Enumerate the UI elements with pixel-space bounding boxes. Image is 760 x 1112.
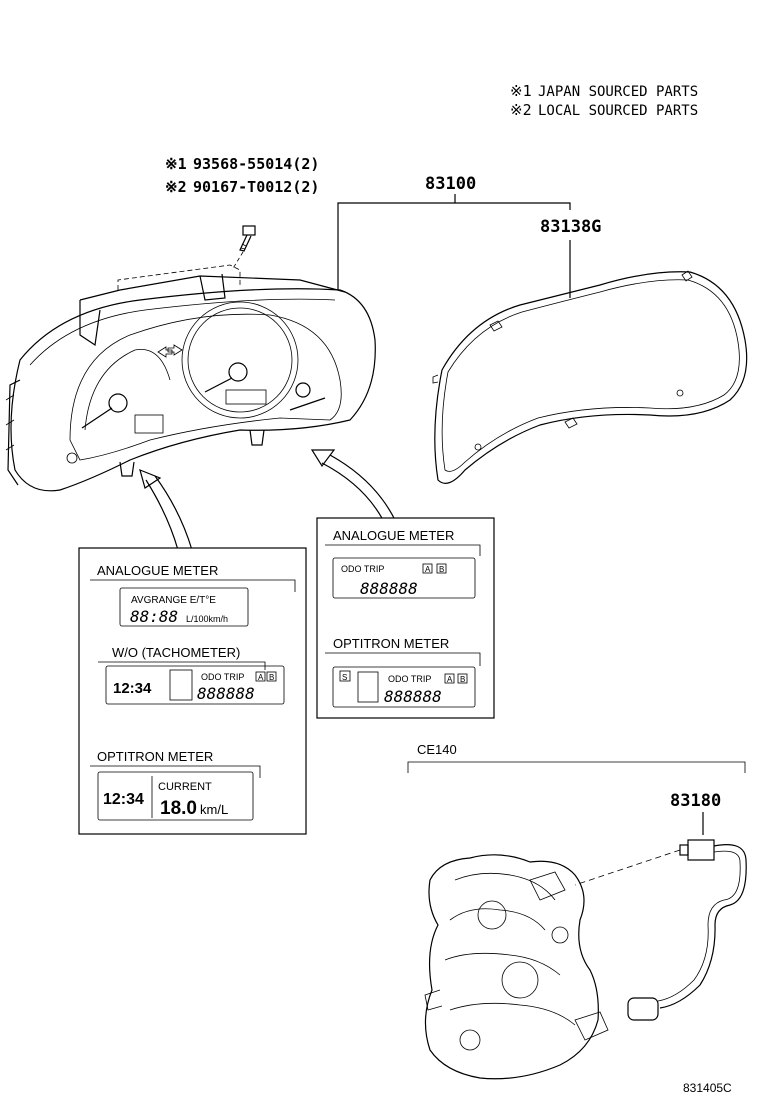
avg-display	[119, 587, 249, 627]
right-callout-box: ANALOGUE METER ODO TRIP A B 888888 OPTIT…	[316, 517, 495, 719]
diagram-code: 831405C	[683, 1081, 732, 1095]
part-number-sensor[interactable]: 83180	[670, 791, 721, 811]
current-unit: km/L	[200, 802, 228, 817]
note-mark-2: ※2	[510, 101, 532, 119]
left-analogue-title: ANALOGUE METER	[97, 563, 218, 578]
part-number-cluster[interactable]: 83100	[425, 174, 476, 194]
wo-odo-digits: 888888	[197, 684, 255, 703]
current-value: 18.0	[160, 798, 197, 819]
instrument-cluster-drawing	[5, 264, 376, 492]
wo-trip-b: B	[269, 673, 274, 682]
avg-digits: 88:88	[130, 607, 178, 626]
right-odo-trip: ODO TRIP	[341, 564, 384, 574]
right-optitron-title: OPTITRON METER	[333, 636, 449, 651]
left-optitron-title: OPTITRON METER	[97, 749, 213, 764]
avg-label: AVGRANGE E/T°E	[131, 595, 216, 606]
callout-arrows	[139, 449, 396, 551]
clock-1: 12:34	[113, 680, 152, 697]
note-mark-1: ※1	[510, 82, 532, 100]
right-trip-b-2: B	[460, 675, 465, 684]
clock-2: 12:34	[103, 791, 144, 808]
screw-mark-1: ※1	[165, 155, 187, 173]
transmission-drawing	[424, 854, 609, 1080]
right-optitron-display	[332, 666, 476, 708]
speed-sensor-drawing	[574, 839, 747, 1021]
cluster-bracket	[337, 202, 571, 290]
wo-tach-display	[105, 665, 285, 705]
shift-s-indicator: S	[342, 673, 347, 682]
screw-part-number-1[interactable]: 93568-55014(2)	[193, 155, 319, 173]
current-label: CURRENT	[158, 781, 212, 793]
note-local-sourced: LOCAL SOURCED PARTS	[538, 103, 698, 119]
screw-icon	[239, 225, 256, 252]
wo-tachometer-title: W/O (TACHOMETER)	[112, 645, 240, 660]
note-japan-sourced: JAPAN SOURCED PARTS	[538, 84, 698, 100]
wo-trip-a: A	[258, 673, 264, 682]
screw-part-number-2[interactable]: 90167-T0012(2)	[193, 178, 319, 196]
optitron-display	[97, 771, 254, 821]
right-trip-a: A	[425, 565, 431, 574]
left-callout-box: ANALOGUE METER AVGRANGE E/T°E 88:88 L/10…	[78, 547, 307, 835]
avg-unit: L/100km/h	[186, 614, 228, 624]
part-number-glass[interactable]: 83138G	[540, 217, 601, 237]
wo-odo-trip: ODO TRIP	[201, 672, 244, 682]
right-analogue-title: ANALOGUE METER	[333, 528, 454, 543]
right-odo-digits: 888888	[360, 579, 418, 598]
glass-cover-drawing	[432, 270, 748, 484]
screw-labels: ※1 93568-55014(2) ※2 90167-T0012(2)	[165, 155, 319, 196]
screw-leader	[231, 251, 244, 271]
right-odo-trip-2: ODO TRIP	[388, 674, 431, 684]
source-notes: ※1 JAPAN SOURCED PARTS ※2 LOCAL SOURCED …	[510, 82, 698, 119]
right-trip-a-2: A	[447, 675, 453, 684]
right-odo-digits-2: 888888	[384, 687, 442, 706]
engine-bracket	[407, 761, 746, 773]
right-trip-b: B	[439, 565, 444, 574]
right-odo-display	[332, 557, 476, 599]
screw-mark-2: ※2	[165, 178, 187, 196]
engine-code-label: CE140	[417, 742, 457, 757]
